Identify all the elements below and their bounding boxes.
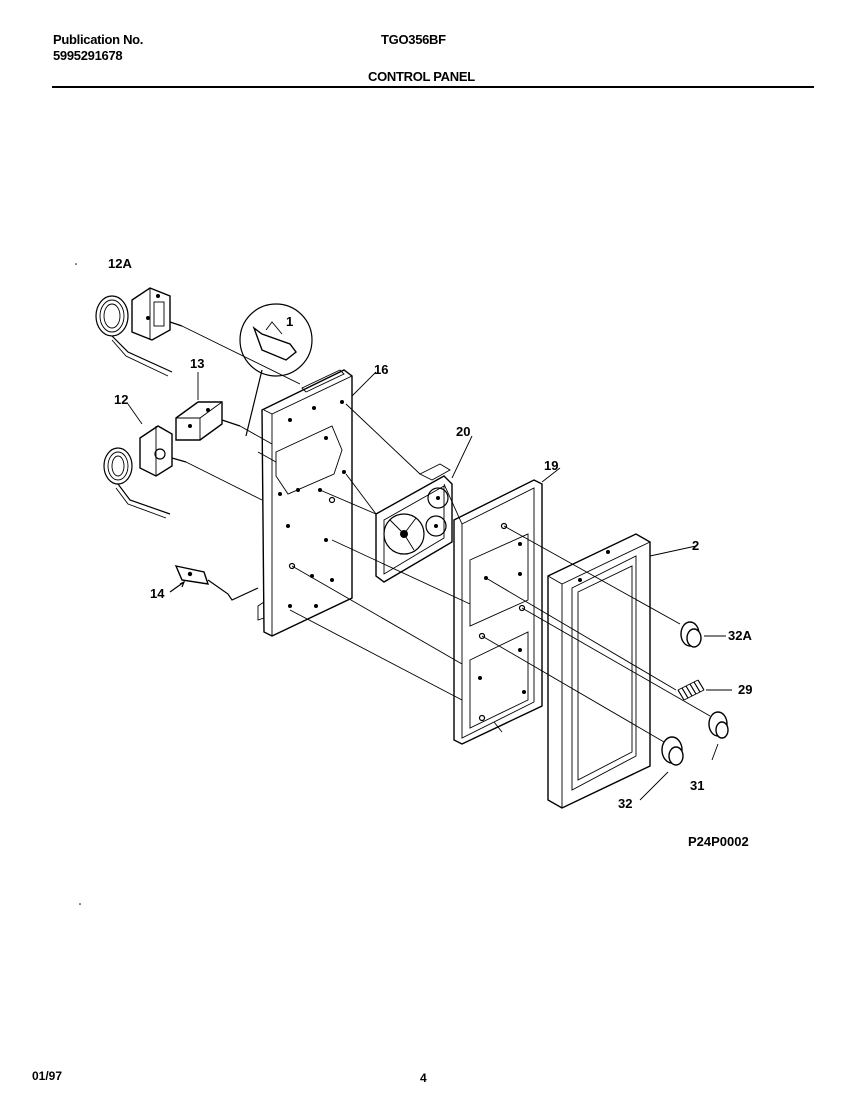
figure-id: P24P0002 [688,834,749,849]
section-title: CONTROL PANEL [368,69,475,84]
callout-32: 32 [618,796,632,811]
footer-page-number: 4 [420,1071,427,1085]
trim-frame-2 [547,533,697,809]
callout-14: 14 [150,586,165,601]
overlay-panel-19 [453,467,561,745]
callout-12a: 12A [108,256,132,271]
callout-29: 29 [738,682,752,697]
connector-14 [169,565,259,601]
header-rule [52,86,814,88]
publication-number: 5995291678 [53,48,123,63]
knob-31 [708,711,729,761]
footer-date: 01/97 [32,1069,62,1083]
thermostat-12a [95,287,183,377]
publication-label: Publication No. [53,32,144,47]
detail-clip-1 [239,303,313,437]
terminal-block-13 [175,372,241,441]
callout-16: 16 [374,362,388,377]
thermostat-12 [103,403,187,519]
knob-32 [639,736,684,801]
spring-29 [677,679,732,701]
callout-32a: 32A [728,628,752,643]
alignment-lines [181,325,711,743]
callout-2: 2 [692,538,699,553]
callout-12: 12 [114,392,128,407]
callout-1: 1 [286,314,293,329]
panel-bracket-16 [257,369,377,637]
knob-32a [680,621,726,648]
callout-20: 20 [456,424,470,439]
timer-module-20 [375,435,473,583]
callout-13: 13 [190,356,204,371]
callout-19: 19 [544,458,558,473]
callout-31: 31 [690,778,704,793]
model-number: TGO356BF [381,32,446,47]
